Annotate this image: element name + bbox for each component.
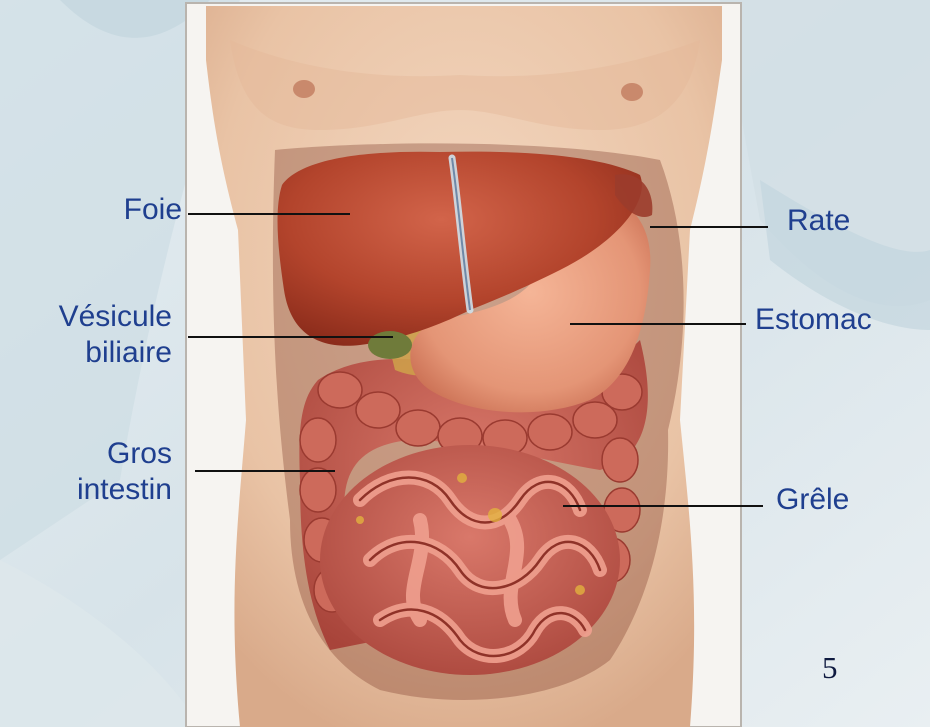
label-grele-text: Grêle [776,482,849,518]
leader-vesicule [188,336,393,338]
nipple-right [621,83,643,101]
label-vesicule-line2: biliaire [10,335,172,371]
label-gros-intestin-line1: Gros [30,436,172,472]
label-rate-text: Rate [787,203,850,239]
label-vesicule-line1: Vésicule [10,299,172,335]
label-estomac: Estomac [755,302,872,338]
small-intestine [320,445,620,675]
label-grele: Grêle [776,482,849,518]
label-estomac-text: Estomac [755,302,872,338]
leader-foie [188,213,350,215]
leader-grele [563,505,763,507]
leader-rate [650,226,768,228]
page-number: 5 [822,650,838,686]
label-rate: Rate [787,203,850,239]
label-vesicule-biliaire: Vésicule biliaire [10,299,172,371]
label-foie-text: Foie [90,192,182,228]
nipple-left [293,80,315,98]
label-foie: Foie [90,192,182,228]
leader-estomac [570,323,746,325]
label-gros-intestin: Gros intestin [30,436,172,508]
label-gros-intestin-line2: intestin [30,472,172,508]
leader-gros-intestin [195,470,335,472]
